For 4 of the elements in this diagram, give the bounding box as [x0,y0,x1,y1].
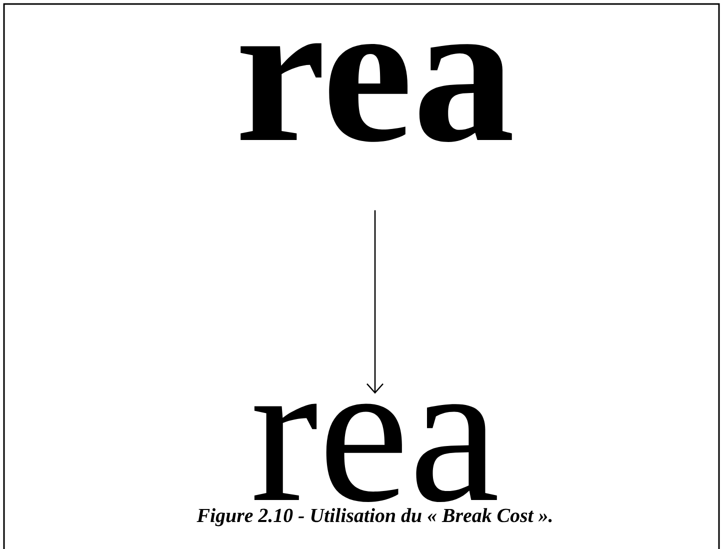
word: rea [254,404,497,502]
arrow [366,210,384,394]
caption: Figure 2.10 - Utilisation du « Break Cost ». [196,508,552,526]
word: rea [240,43,512,142]
